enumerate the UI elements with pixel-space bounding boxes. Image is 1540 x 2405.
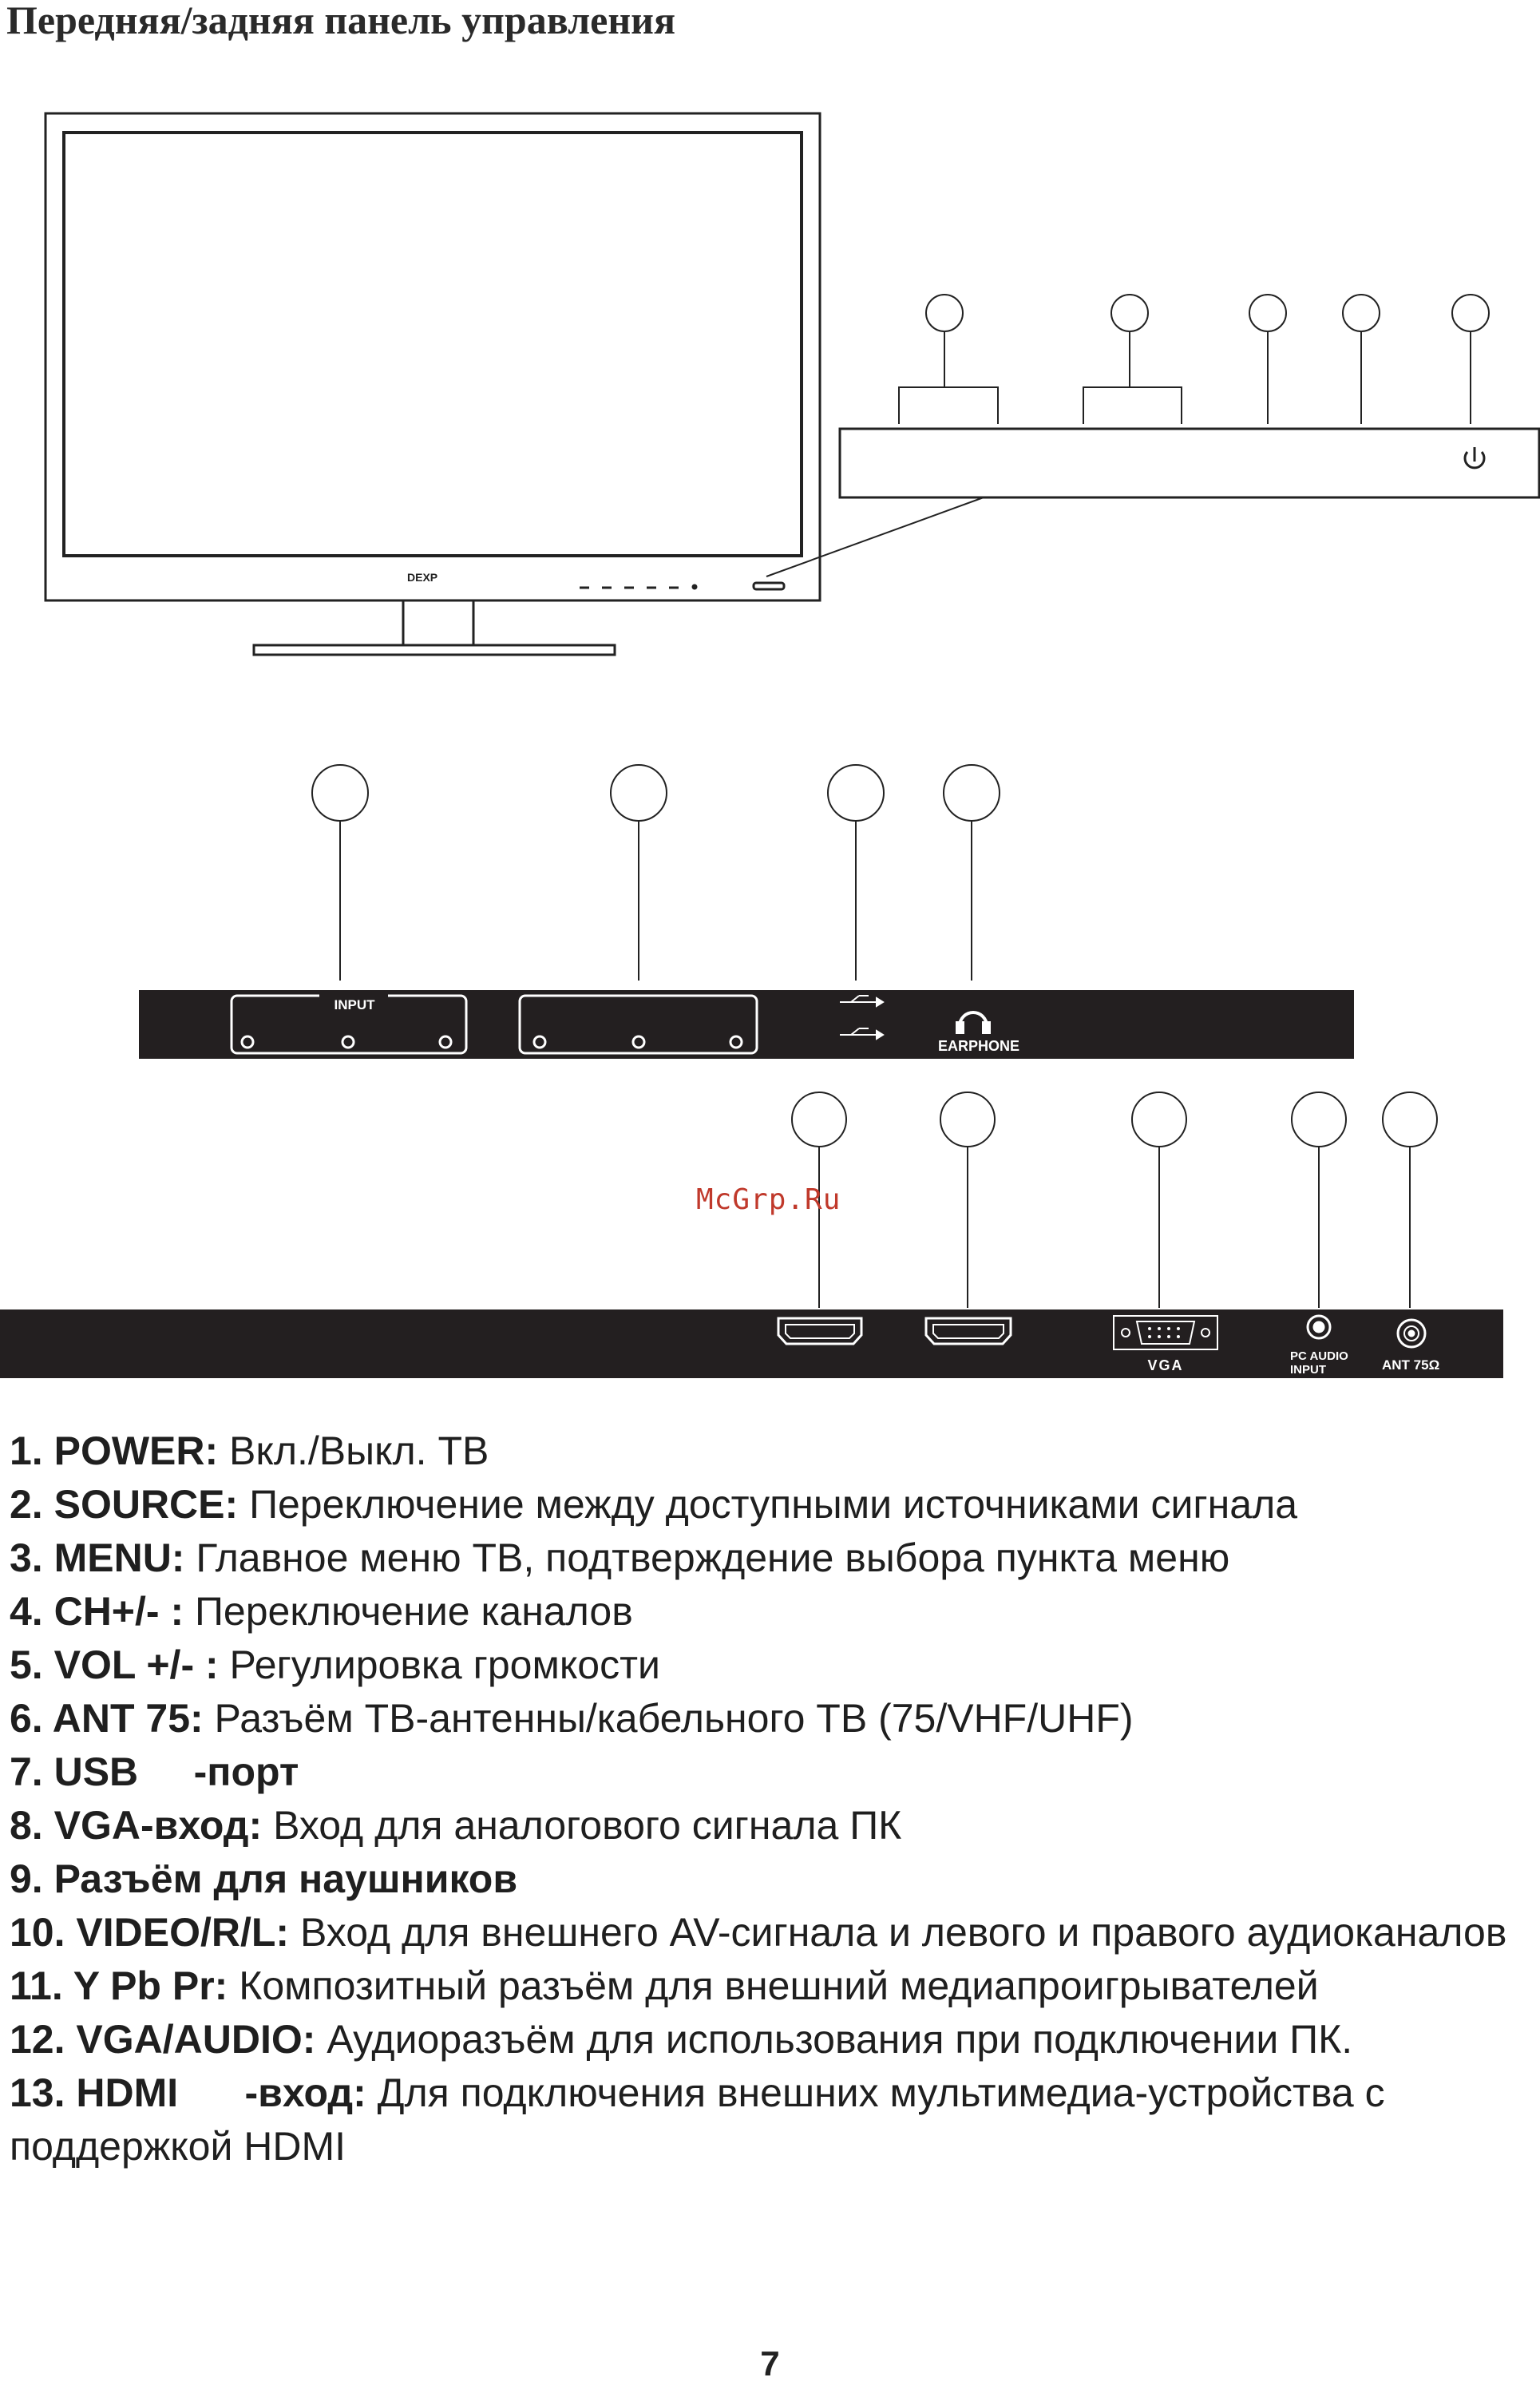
headphones-icon xyxy=(956,1011,991,1034)
legend-list: 1. POWER: Вкл./Выкл. ТВ 2. SOURCE: Перек… xyxy=(10,1424,1526,2173)
jack-audio-l xyxy=(438,1035,453,1049)
callout-2 xyxy=(1342,294,1380,332)
bottom-panel xyxy=(0,1309,1503,1378)
legend-item: 13. HDMI -вход: Для подключения внешних … xyxy=(10,2066,1526,2173)
legend-term: 3. MENU: xyxy=(10,1535,185,1580)
page-title: Передняя/задняя панель управления xyxy=(6,0,675,42)
legend-desc: Переключение каналов xyxy=(184,1589,633,1634)
panel-diagram: DEXP xyxy=(0,112,1540,1378)
callout-8 xyxy=(1131,1092,1187,1147)
legend-term: 4. CH+/- : xyxy=(10,1589,184,1634)
antenna-jack xyxy=(1396,1318,1427,1349)
callout-6 xyxy=(1382,1092,1438,1147)
power-icon xyxy=(1463,447,1486,470)
legend-term: 11. Y Pb Pr: xyxy=(10,1963,228,2008)
legend-desc: Переключение между доступными источникам… xyxy=(238,1482,1298,1527)
legend-term: 2. SOURCE: xyxy=(10,1482,239,1527)
callout-7 xyxy=(827,764,885,822)
watermark: McGrp.Ru xyxy=(696,1183,841,1216)
callout-11 xyxy=(610,764,667,822)
usb-icon xyxy=(840,995,885,1040)
vga-port xyxy=(1113,1315,1218,1350)
pc-audio-label: PC AUDIO xyxy=(1290,1349,1348,1363)
legend-item: 5. VOL +/- : Регулировка громкости xyxy=(10,1638,1526,1692)
callout-13b xyxy=(940,1092,996,1147)
legend-term: 1. POWER: xyxy=(10,1428,219,1473)
pc-audio-jack xyxy=(1306,1314,1332,1340)
control-panel-enlarged xyxy=(838,427,1540,499)
legend-term: 10. VIDEO/R/L: xyxy=(10,1910,290,1955)
front-callouts xyxy=(898,294,1490,424)
hdmi-port-2 xyxy=(924,1317,1012,1345)
page-number: 7 xyxy=(760,2344,780,2383)
legend-item: 11. Y Pb Pr: Композитный разъём для внеш… xyxy=(10,1959,1526,2013)
side-panel xyxy=(139,990,1354,1059)
jack-audio-r xyxy=(341,1035,355,1049)
hdmi-port-1 xyxy=(777,1317,863,1345)
callout-5 xyxy=(925,294,964,332)
legend-desc: Для подключения внешних мультимедиа-устр… xyxy=(10,2070,1385,2169)
legend-term: 13. HDMI -вход: xyxy=(10,2070,366,2115)
bottom-callouts xyxy=(791,1092,1438,1308)
legend-item: 7. USB -порт xyxy=(10,1745,1526,1799)
legend-term: 6. ANT 75: xyxy=(10,1696,204,1741)
callout-12 xyxy=(1291,1092,1347,1147)
legend-item: 12. VGA/AUDIO: Аудиоразъём для использов… xyxy=(10,2013,1526,2066)
legend-item: 10. VIDEO/R/L: Вход для внешнего AV-сигн… xyxy=(10,1906,1526,1959)
ypbpr-input-group xyxy=(518,994,758,1055)
side-callouts xyxy=(311,764,1000,981)
legend-desc: Аудиоразъём для использования при подклю… xyxy=(315,2017,1353,2062)
legend-term: 12. VGA/AUDIO: xyxy=(10,2017,316,2062)
jack-pb xyxy=(631,1035,646,1049)
legend-item: 4. CH+/- : Переключение каналов xyxy=(10,1585,1526,1638)
legend-desc: Разъём ТВ-антенны/кабельного ТВ (75/VHF/… xyxy=(203,1696,1134,1741)
legend-desc: Главное меню ТВ, подтверждение выбора пу… xyxy=(184,1535,1230,1580)
jack-pr xyxy=(729,1035,743,1049)
callout-4 xyxy=(1110,294,1149,332)
legend-term: 5. VOL +/- : xyxy=(10,1642,219,1687)
front-button-strip xyxy=(580,581,786,591)
legend-desc: Вкл./Выкл. ТВ xyxy=(218,1428,489,1473)
legend-item: 9. Разъём для наушников xyxy=(10,1852,1526,1906)
pc-audio-label-line2: INPUT xyxy=(1290,1363,1326,1377)
legend-desc: Композитный разъём для внешний медиапрои… xyxy=(228,1963,1319,2008)
legend-desc: Регулировка громкости xyxy=(218,1642,660,1687)
vga-label: VGA xyxy=(1147,1357,1183,1373)
legend-desc: Вход для внешнего AV-сигнала и левого и … xyxy=(289,1910,1507,1955)
callout-1 xyxy=(1451,294,1490,332)
legend-item: 8. VGA-вход: Вход для аналогового сигнал… xyxy=(10,1799,1526,1852)
tv-brand-logo: DEXP xyxy=(407,571,437,584)
callout-9 xyxy=(943,764,1000,822)
legend-item: 2. SOURCE: Переключение между доступными… xyxy=(10,1478,1526,1531)
input-label: INPUT xyxy=(335,997,376,1012)
legend-term: 9. Разъём для наушников xyxy=(10,1856,518,1901)
legend-term: 8. VGA-вход: xyxy=(10,1803,263,1848)
legend-item: 1. POWER: Вкл./Выкл. ТВ xyxy=(10,1424,1526,1478)
legend-item: 6. ANT 75: Разъём ТВ-антенны/кабельного … xyxy=(10,1692,1526,1745)
zoom-leader xyxy=(766,497,984,577)
legend-item: 3. MENU: Главное меню ТВ, подтверждение … xyxy=(10,1531,1526,1585)
legend-desc: Вход для аналогового сигнала ПК xyxy=(262,1803,902,1848)
callout-13a xyxy=(791,1092,847,1147)
jack-y xyxy=(532,1035,547,1049)
callout-3 xyxy=(1249,294,1287,332)
jack-video xyxy=(240,1035,255,1049)
legend-term: 7. USB -порт xyxy=(10,1749,299,1794)
callout-10 xyxy=(311,764,369,822)
ant-label: ANT 75Ω xyxy=(1382,1357,1439,1373)
tv-front-view xyxy=(44,112,821,656)
earphone-label: EARPHONE xyxy=(938,1038,1019,1054)
